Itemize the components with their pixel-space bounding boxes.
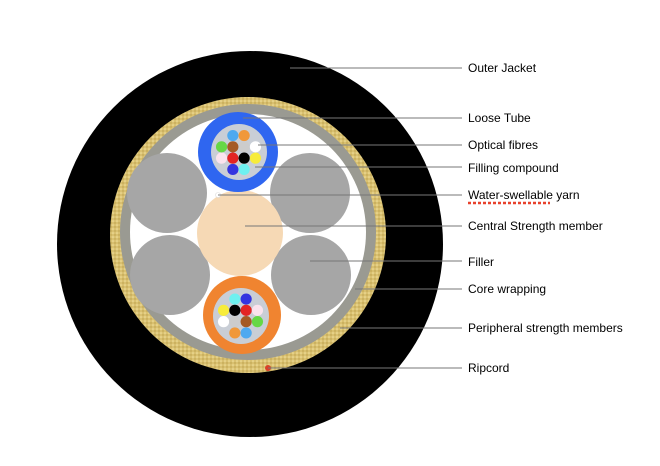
filling-compound-bottom (213, 288, 269, 344)
optical-fibre (215, 141, 228, 153)
label-peripheral-strength-members: Peripheral strength members (468, 321, 623, 335)
optical-fibre (229, 304, 241, 316)
central-strength-member (197, 190, 283, 276)
optical-fibre (229, 316, 241, 328)
filler (270, 153, 350, 233)
optical-fibre (229, 327, 241, 339)
label-optical-fibres: Optical fibres (468, 138, 538, 152)
optical-fibre (238, 163, 250, 176)
optical-fibre (217, 304, 230, 316)
optical-fibre (238, 129, 250, 142)
optical-fibre (227, 141, 239, 153)
optical-fibre (251, 304, 264, 316)
label-water-swellable-yarn: Water-swellable yarn (468, 188, 580, 202)
filler (130, 235, 210, 315)
optical-fibre (240, 304, 252, 316)
label-central-strength-member: Central Strength member (468, 219, 603, 233)
optical-fibre (240, 293, 252, 305)
filler (271, 235, 351, 315)
optical-fibre (227, 129, 239, 142)
label-loose-tube: Loose Tube (468, 111, 531, 125)
optical-fibre (240, 316, 252, 328)
optical-fibre (251, 316, 264, 328)
leader-lines (218, 67, 462, 369)
filling-compound-top (211, 124, 267, 180)
label-filler: Filler (468, 255, 494, 269)
label-core-wrapping: Core wrapping (468, 282, 546, 296)
optical-fibre (217, 316, 230, 328)
label-outer-jacket: Outer Jacket (468, 61, 537, 75)
optical-fibre (238, 141, 250, 153)
optical-fibre (227, 163, 239, 176)
optical-fibre (249, 152, 262, 164)
optical-fibre (240, 327, 252, 339)
optical-fibre (249, 141, 262, 153)
label-ripcord: Ripcord (468, 361, 509, 375)
label-filling-compound: Filling compound (468, 161, 559, 175)
optical-fibre (238, 152, 250, 164)
optical-fibre (227, 152, 239, 164)
optical-fibre (229, 293, 241, 305)
optical-fibre (215, 152, 228, 164)
filler (127, 153, 207, 233)
